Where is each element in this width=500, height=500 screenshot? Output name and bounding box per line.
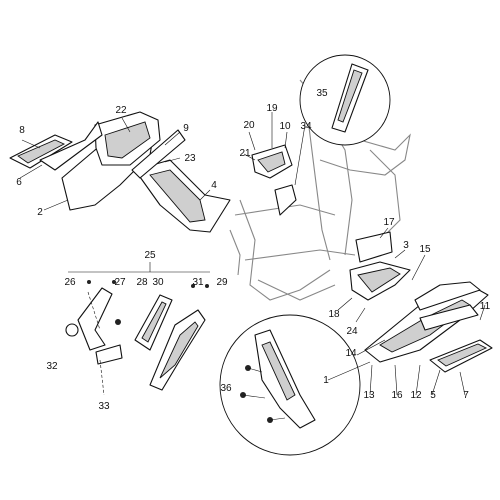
callout-36: 36 — [220, 383, 232, 394]
bracket-19 — [251, 144, 297, 216]
callout-23: 23 — [184, 153, 196, 164]
callout-3: 3 — [403, 240, 409, 251]
callout-6: 6 — [16, 177, 22, 188]
side-panel-assembly — [9, 111, 231, 233]
callout-34: 34 — [300, 121, 312, 132]
callout-25: 25 — [144, 250, 156, 261]
callout-27: 27 — [114, 277, 126, 288]
callout-29: 29 — [216, 277, 228, 288]
callout-33: 33 — [98, 401, 110, 412]
callout-8: 8 — [19, 125, 25, 136]
callout-2: 2 — [37, 207, 43, 218]
callout-11: 11 — [479, 301, 491, 312]
callout-35: 35 — [316, 88, 328, 99]
callout-31: 31 — [192, 277, 204, 288]
callout-30: 30 — [152, 277, 164, 288]
bracket-17 — [349, 231, 411, 301]
callout-28: 28 — [136, 277, 148, 288]
callout-17: 17 — [383, 217, 395, 228]
callout-10: 10 — [279, 121, 291, 132]
callout-14: 14 — [345, 348, 357, 359]
inset-36 — [219, 314, 361, 456]
callout-20: 20 — [243, 120, 255, 131]
leader-lines — [19, 112, 486, 396]
inset-35 — [299, 54, 391, 146]
callout-22: 22 — [115, 105, 127, 116]
step-plate — [419, 304, 493, 373]
callout-18: 18 — [328, 309, 340, 320]
callout-5: 5 — [430, 390, 436, 401]
callout-9: 9 — [183, 123, 189, 134]
callout-32: 32 — [46, 361, 58, 372]
callout-7: 7 — [463, 390, 469, 401]
callout-12: 12 — [410, 390, 422, 401]
footrest-group — [65, 262, 210, 396]
callout-13: 13 — [363, 390, 375, 401]
callout-15: 15 — [419, 244, 431, 255]
callout-16: 16 — [391, 390, 403, 401]
callout-4: 4 — [211, 180, 217, 191]
callout-24: 24 — [346, 326, 358, 337]
callout-19: 19 — [266, 103, 278, 114]
callout-1: 1 — [323, 375, 329, 386]
callout-21: 21 — [239, 148, 251, 159]
callout-26: 26 — [64, 277, 76, 288]
